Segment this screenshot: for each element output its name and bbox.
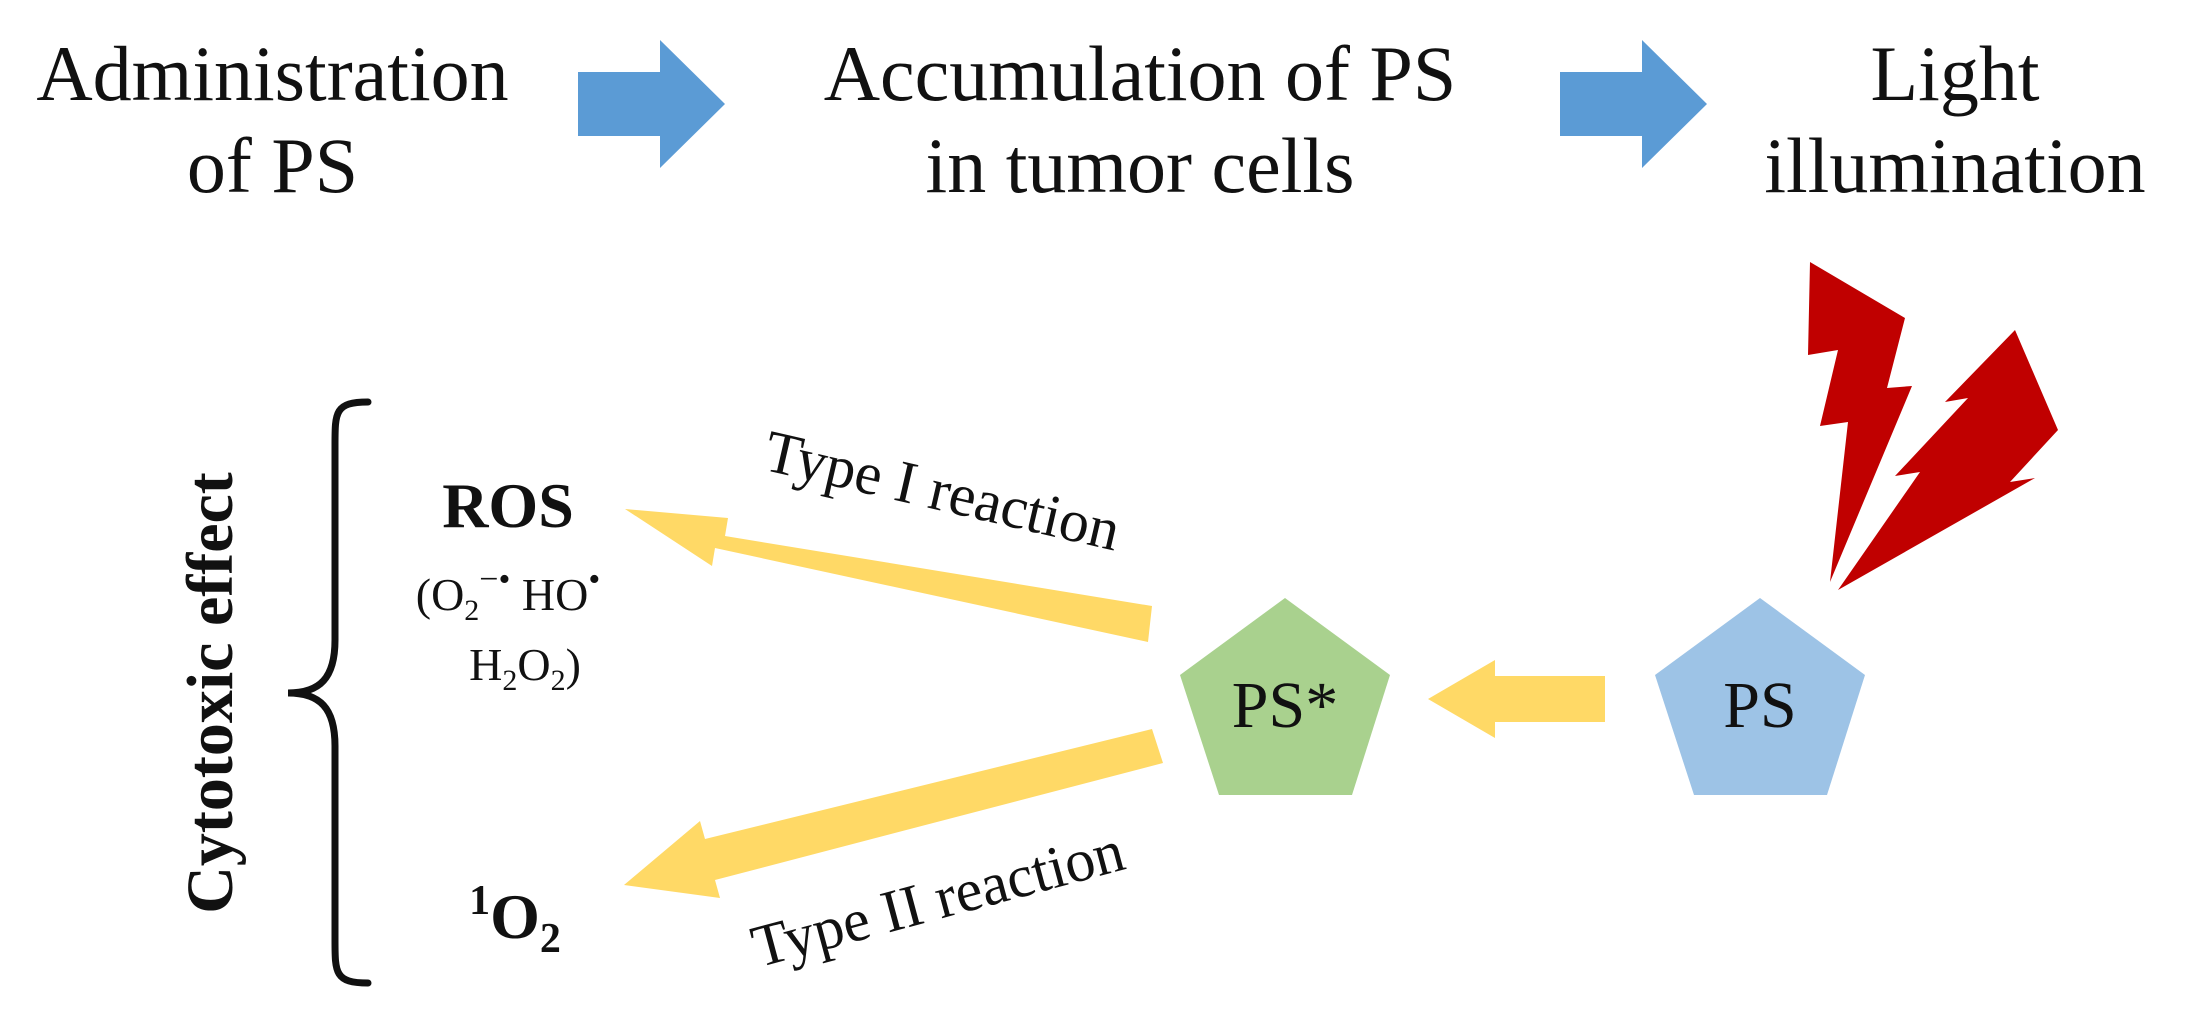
ps-excited-label: PS* <box>1232 669 1338 742</box>
excitation-arrow <box>1428 660 1605 738</box>
step-light-line2: illumination <box>1764 122 2146 209</box>
ps-label: PS <box>1723 669 1796 742</box>
type1-arrow <box>625 509 1152 642</box>
ros-o2-sub: 2 <box>464 594 479 627</box>
singlet-oxygen-base: O <box>490 881 540 952</box>
step-arrow-1 <box>578 40 725 168</box>
ros-h2-sub: 2 <box>502 664 517 697</box>
ros-title: ROS <box>442 470 574 541</box>
singlet-oxygen-sub: 2 <box>540 916 561 962</box>
step-accumulation-line1: Accumulation of PS <box>823 30 1457 117</box>
ps-pentagon <box>1655 598 1865 795</box>
curly-brace <box>287 398 372 987</box>
lightning-bolt-right <box>1838 330 2058 590</box>
ros-open-o: (O <box>416 569 465 620</box>
ros-ho-sup: • <box>588 561 600 598</box>
step-accumulation-line2: in tumor cells <box>925 122 1355 209</box>
step-accumulation: Accumulation of PS in tumor cells <box>780 28 1500 212</box>
ros-ho: HO <box>510 569 588 620</box>
step-administration-line2: of PS <box>186 122 359 209</box>
step-light-line1: Light <box>1870 30 2040 117</box>
type2-arrow <box>624 729 1163 898</box>
singlet-oxygen-sup: 1 <box>469 878 490 924</box>
step-light-illumination: Light illumination <box>1730 28 2180 212</box>
step-arrow-2 <box>1560 40 1707 168</box>
singlet-oxygen-label: 1O2 <box>469 878 561 962</box>
ros-o2-sub-2: 2 <box>551 664 566 697</box>
step-administration-line1: Administration <box>36 30 509 117</box>
ros-h: H <box>469 639 502 690</box>
ros-species-line1: (O2−• HO• <box>416 561 600 627</box>
step-administration: Administration of PS <box>0 28 545 212</box>
cytotoxic-effect-label: Cytotoxic effect <box>174 472 247 914</box>
type1-reaction-label: Type I reaction <box>759 418 1127 564</box>
ros-close: ) <box>566 639 581 690</box>
lightning-bolt-left <box>1808 262 1912 582</box>
ros-superoxide-sup: −• <box>479 561 510 598</box>
ps-excited-pentagon <box>1180 598 1390 795</box>
ros-o: O <box>517 639 550 690</box>
ros-species-line2: H2O2) <box>469 639 581 697</box>
